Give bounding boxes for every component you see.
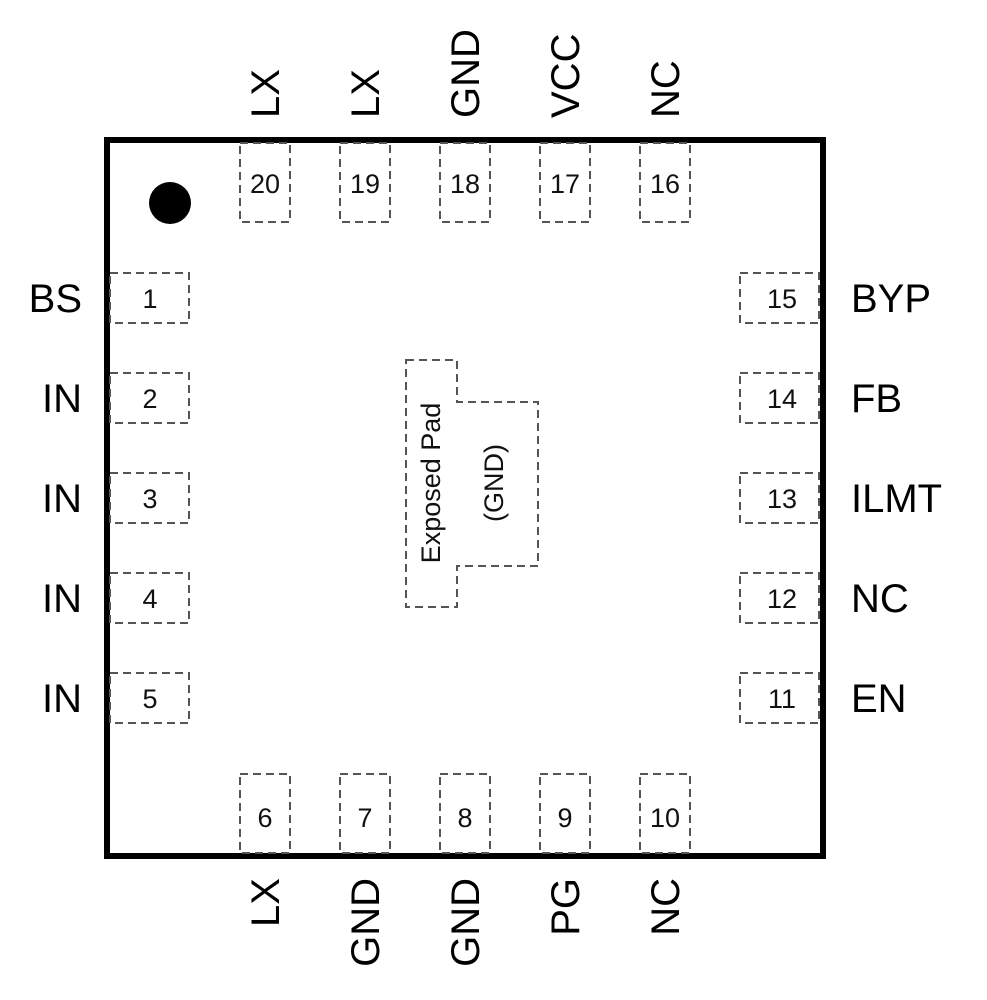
pin-name-17: VCC — [544, 34, 588, 118]
package-outline — [104, 137, 826, 859]
pin-pad-13 — [739, 472, 820, 524]
pin-name-10: NC — [644, 878, 688, 936]
pin-pad-3 — [109, 472, 190, 524]
pin-name-11: EN — [851, 677, 907, 721]
pin-pad-11 — [739, 672, 820, 724]
exposed-pad — [405, 359, 539, 608]
pin-name-13: ILMT — [851, 477, 942, 521]
pin-pad-12 — [739, 572, 820, 624]
pin-name-6: LX — [244, 878, 288, 927]
pin-number: 11 — [768, 684, 796, 714]
pin-pad-5 — [109, 672, 190, 724]
exposed-pad-label: Exposed Pad — [416, 403, 446, 564]
pin-name-18: GND — [444, 29, 488, 118]
pin-pad-4 — [109, 572, 190, 624]
pin1-marker-icon — [149, 182, 191, 224]
pin-number: 7 — [357, 803, 372, 833]
pin-number: 14 — [767, 384, 797, 414]
pin-name-15: BYP — [851, 277, 931, 321]
pin-name-20: LX — [244, 69, 288, 118]
pin-number: 13 — [767, 484, 797, 514]
pin-pad-2 — [109, 372, 190, 424]
pin-number: 17 — [550, 169, 580, 199]
pin-number: 1 — [142, 284, 157, 314]
pin-number: 18 — [450, 169, 480, 199]
pin-name-9: PG — [544, 878, 588, 936]
pin-name-8: GND — [444, 878, 488, 967]
pin-number: 15 — [767, 284, 797, 314]
pin-pad-14 — [739, 372, 820, 424]
pin-name-16: NC — [644, 60, 688, 118]
pin-name-3: IN — [42, 477, 82, 521]
pin-name-12: NC — [851, 577, 909, 621]
pin-number: 12 — [767, 584, 797, 614]
exposed-pad-sublabel: (GND) — [479, 444, 509, 522]
pin-name-19: LX — [344, 69, 388, 118]
pin-name-1: BS — [29, 277, 82, 321]
pin-name-7: GND — [344, 878, 388, 967]
pin-number: 3 — [142, 484, 157, 514]
pin-number: 5 — [142, 684, 157, 714]
pin-name-4: IN — [42, 577, 82, 621]
pin-name-2: IN — [42, 377, 82, 421]
pin-name-5: IN — [42, 677, 82, 721]
pin-number: 8 — [457, 803, 472, 833]
pin-number: 9 — [557, 803, 572, 833]
pin-name-14: FB — [851, 377, 902, 421]
pin-number: 6 — [257, 803, 272, 833]
pin-number: 4 — [142, 584, 157, 614]
pin-number: 19 — [350, 169, 380, 199]
pin-number: 2 — [142, 384, 157, 414]
pin-pad-1 — [109, 272, 190, 324]
pin-number: 20 — [250, 169, 280, 199]
pin-pad-15 — [739, 272, 820, 324]
pin-number: 10 — [650, 803, 680, 833]
pin-number: 16 — [650, 169, 680, 199]
